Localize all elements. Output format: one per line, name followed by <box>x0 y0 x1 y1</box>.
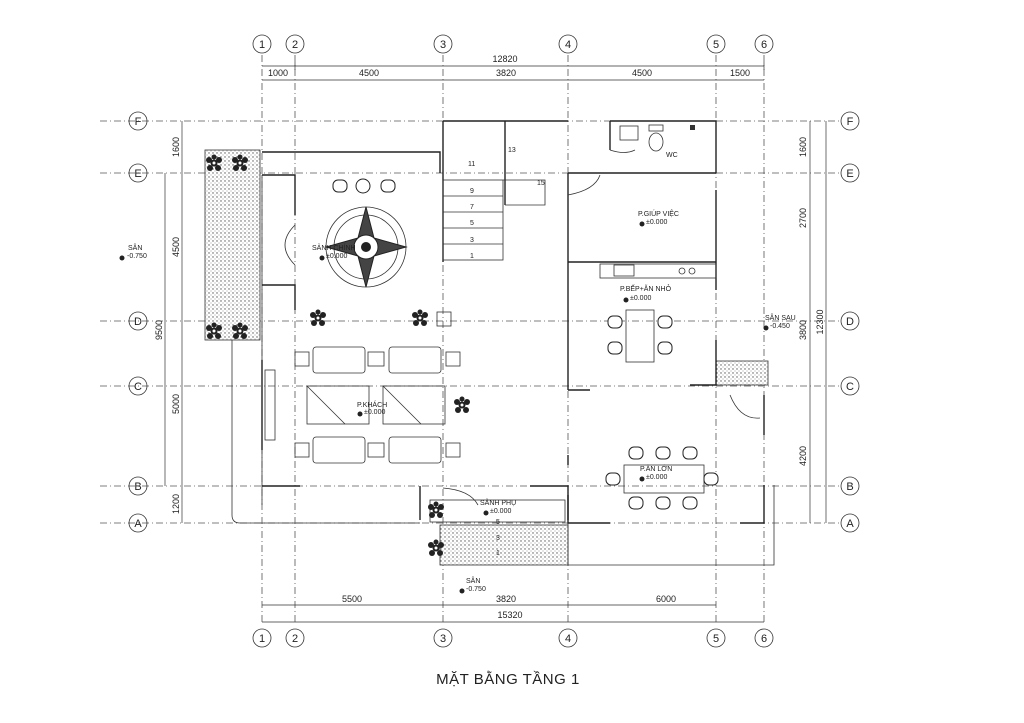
right-hatched-strip <box>715 360 769 386</box>
living-room-furniture <box>264 311 461 464</box>
label-san-sau-level: -0.450 <box>770 323 790 330</box>
label-sanh-chinh: SẢNH CHÍNH <box>312 243 356 252</box>
label-wc: WC <box>666 152 678 159</box>
axis-5-bottom: 5 <box>713 633 719 645</box>
stair-step-5: 5 <box>470 220 474 227</box>
axis-E-right: E <box>846 168 853 180</box>
stair-step-15: 15 <box>537 180 545 187</box>
axis-1-top: 1 <box>259 39 265 51</box>
dim-bottom-total: 15320 <box>497 610 522 620</box>
dim-left-2: 9500 <box>154 320 164 340</box>
stair-step-11: 11 <box>468 161 475 168</box>
axis-D-right: D <box>846 316 854 328</box>
dimension-right: 1600 2700 3800 4200 12300 <box>798 121 827 523</box>
axis-bubbles-top: 1 2 3 4 5 6 <box>252 34 774 54</box>
dim-bottom-1: 3820 <box>496 594 516 604</box>
label-san-sau: SÂN SAU <box>765 313 796 322</box>
stair-step-3: 3 <box>470 237 474 244</box>
axis-1-bottom: 1 <box>259 633 265 645</box>
label-khach: P.KHÁCH <box>357 400 387 409</box>
label-sanh-phu-level: ±0.000 <box>490 508 511 515</box>
label-giup-viec-level: ±0.000 <box>646 219 667 226</box>
entry-step-3: 3 <box>496 535 500 542</box>
dimension-bottom: 5500 3820 6000 15320 <box>262 594 764 623</box>
bottom-hatched-strip <box>439 524 569 566</box>
axis-6-bottom: 6 <box>761 633 767 645</box>
dim-top-4: 1500 <box>730 68 750 78</box>
level-markers <box>119 221 769 594</box>
staircase: 1 3 5 7 9 11 13 15 5 3 1 <box>429 147 566 557</box>
axis-F-left: F <box>135 116 142 128</box>
axis-A-right: A <box>846 518 854 530</box>
outdoor-terrace <box>204 149 775 566</box>
dim-right-0: 1600 <box>798 137 808 157</box>
label-sanh-phu: SẢNH PHỤ <box>480 498 516 507</box>
axis-E-left: E <box>134 168 141 180</box>
dim-right-3: 12300 <box>815 309 825 334</box>
wc-fixtures <box>619 124 695 152</box>
axis-bubbles-bottom: 1 2 3 4 5 6 <box>252 628 774 648</box>
axis-B-right: B <box>846 481 853 493</box>
walls <box>261 120 765 524</box>
axis-6-top: 6 <box>761 39 767 51</box>
dim-top-2: 3820 <box>496 68 516 78</box>
dim-left-4: 1200 <box>171 494 181 514</box>
dimension-left: 1600 4500 5000 1200 9500 <box>154 121 183 523</box>
drawing-title: MẶT BẰNG TẦNG 1 <box>436 670 580 688</box>
axis-5-top: 5 <box>713 39 719 51</box>
dim-top-3: 4500 <box>632 68 652 78</box>
dim-top-0: 1000 <box>268 68 288 78</box>
dim-bottom-2: 6000 <box>656 594 676 604</box>
axis-2-bottom: 2 <box>292 633 298 645</box>
axis-4-bottom: 4 <box>565 633 571 645</box>
axis-F-right: F <box>847 116 854 128</box>
dim-right-1: 2700 <box>798 208 808 228</box>
label-khach-level: ±0.000 <box>364 409 385 416</box>
dim-left-0: 1600 <box>171 137 181 157</box>
stair-step-9: 9 <box>470 188 474 195</box>
label-an-lon-level: ±0.000 <box>646 474 667 481</box>
dim-left-3: 5000 <box>171 394 181 414</box>
label-bep-level: ±0.000 <box>630 295 651 302</box>
label-san-left-level: -0.750 <box>127 253 147 260</box>
label-giup-viec: P.GIÚP VIỆC <box>638 209 679 218</box>
axis-B-left: B <box>134 481 141 493</box>
dim-right-2: 3800 <box>798 320 808 340</box>
label-an-lon: P.ĂN LỚN <box>640 464 672 473</box>
stair-step-7: 7 <box>470 204 474 211</box>
dim-bottom-0: 5500 <box>342 594 362 604</box>
axis-bubbles-left: F E D C B A <box>128 111 148 533</box>
doors <box>284 149 761 506</box>
label-san-bottom-level: -0.750 <box>466 586 486 593</box>
dim-right-4: 4200 <box>798 446 808 466</box>
dim-top-1: 4500 <box>359 68 379 78</box>
axis-3-top: 3 <box>440 39 446 51</box>
entrance-hall-furniture <box>324 178 408 288</box>
axis-bubbles-right: F E D C B A <box>840 111 860 533</box>
axis-3-bottom: 3 <box>440 633 446 645</box>
dim-top-total: 12820 <box>492 54 517 64</box>
axis-A-left: A <box>134 518 142 530</box>
label-san-bottom: SÂN <box>466 576 480 585</box>
dining-furniture <box>605 446 719 510</box>
label-sanh-chinh-level: ±0.000 <box>326 253 347 260</box>
entry-step-5: 5 <box>496 519 500 526</box>
entry-step-1: 1 <box>496 550 500 557</box>
kitchen-furniture <box>599 263 717 363</box>
stair-step-1: 1 <box>470 253 474 260</box>
label-bep: P.BẾP+ĂN NHỎ <box>620 283 672 293</box>
dim-left-1: 4500 <box>171 237 181 257</box>
axis-2-top: 2 <box>292 39 298 51</box>
axis-4-top: 4 <box>565 39 571 51</box>
axis-D-left: D <box>134 316 142 328</box>
dimension-top: 12820 1000 4500 3820 4500 1500 <box>262 54 765 81</box>
room-labels: SẢNH CHÍNH ±0.000 P.KHÁCH ±0.000 SẢNH PH… <box>127 152 796 593</box>
axis-C-right: C <box>846 381 854 393</box>
stair-step-13: 13 <box>508 147 516 154</box>
left-hatched-strip <box>204 149 261 341</box>
label-san-left: SÂN <box>128 243 142 252</box>
axis-C-left: C <box>134 381 142 393</box>
